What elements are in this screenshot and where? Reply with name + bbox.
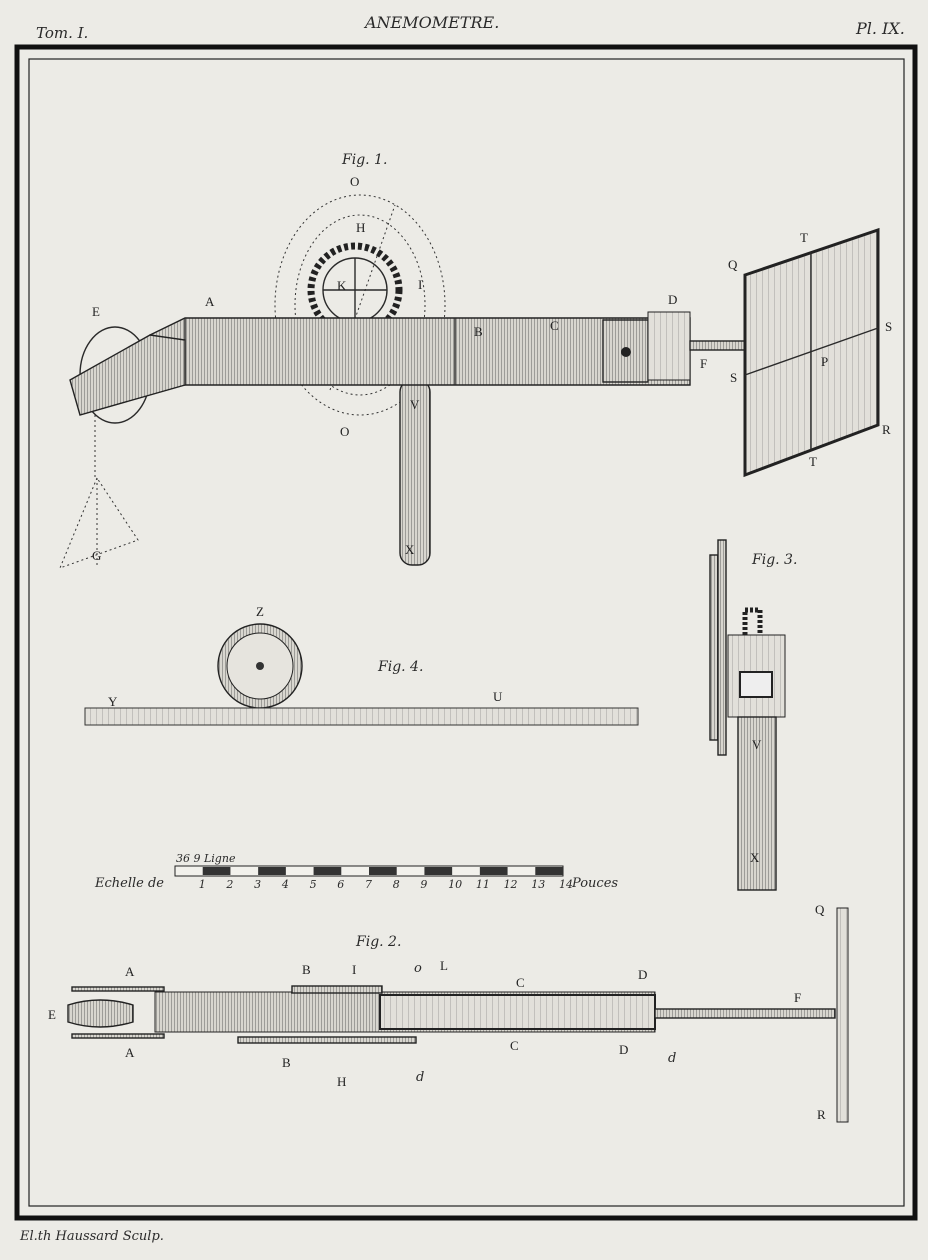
label: O	[350, 174, 359, 189]
figure-4: Fig. 4. Z Y U	[84, 604, 639, 726]
dotted-arc	[274, 194, 446, 416]
gear-wheel	[307, 242, 403, 338]
label: K	[337, 278, 347, 293]
label: E	[48, 1007, 56, 1022]
label: Q	[815, 902, 825, 917]
scale-tick-label: 1	[199, 878, 206, 891]
label: E	[92, 304, 100, 319]
scale-tick-label: 11	[476, 878, 490, 891]
scale-top-label: 36 9 Ligne	[176, 852, 236, 865]
label: F	[794, 990, 801, 1005]
label: C	[550, 318, 559, 333]
scale-tick-label: 7	[365, 878, 372, 891]
label: D	[619, 1042, 628, 1057]
scale-segment	[202, 867, 231, 875]
plate-title: ANEMOMETRE.	[363, 13, 499, 32]
label: B	[302, 962, 311, 977]
label: H	[337, 1074, 346, 1089]
label: C	[516, 975, 525, 990]
scale-segment	[424, 867, 453, 875]
label: D	[638, 967, 647, 982]
scale-tick-label: 12	[504, 878, 518, 891]
label: S	[730, 370, 737, 385]
label: A	[125, 1045, 135, 1060]
scale-segment	[313, 867, 342, 875]
label: V	[410, 397, 420, 412]
scale-segment	[479, 867, 508, 875]
figure-1: Fig. 1. O H K I B A E C D	[59, 152, 892, 569]
fig2-caption: Fig. 2.	[355, 934, 401, 950]
inner-border	[28, 58, 905, 1207]
label: L	[440, 958, 448, 973]
scale-prefix: Echelle de	[94, 876, 164, 891]
fig3-post	[737, 716, 777, 891]
scale-segment	[535, 867, 563, 875]
label: F	[700, 356, 707, 371]
label: R	[882, 422, 891, 437]
label: I	[352, 962, 356, 977]
scale-tick-label: 13	[531, 878, 545, 891]
label: A	[125, 964, 135, 979]
fig2-spring	[379, 994, 656, 1030]
label: B	[282, 1055, 291, 1070]
scale-tick-label: 10	[448, 878, 462, 891]
label: Q	[728, 257, 738, 272]
fig3-caption: Fig. 3.	[751, 552, 797, 568]
label: P	[821, 354, 828, 369]
scale-tick-label: 8	[393, 878, 400, 891]
label: T	[809, 454, 817, 469]
fig4-caption: Fig. 4.	[377, 659, 423, 675]
scale-tick-label: 6	[337, 878, 344, 891]
label: Y	[108, 694, 118, 709]
label: O	[340, 424, 349, 439]
scale-tick-label: 4	[281, 878, 289, 891]
outer-border	[14, 44, 918, 1221]
label: C	[510, 1038, 519, 1053]
label: d	[416, 1070, 424, 1085]
fig2-wheel	[67, 999, 134, 1028]
figure-3: Fig. 3. V X	[709, 539, 797, 891]
engraver-credit: El.th Haussard Sculp.	[19, 1229, 164, 1244]
scale-segment	[258, 867, 286, 875]
volume-label: Tom. I.	[36, 24, 88, 42]
label: I	[418, 277, 422, 292]
label: S	[885, 319, 892, 334]
label: H	[356, 220, 365, 235]
fig2-plate	[836, 907, 849, 1123]
label: D	[668, 292, 677, 307]
scale-segment	[369, 867, 397, 875]
label: X	[405, 542, 415, 557]
label: Z	[256, 604, 264, 619]
label: A	[205, 294, 215, 309]
board	[84, 707, 639, 726]
scale-tick-label: 9	[420, 878, 427, 891]
label: B	[474, 324, 483, 339]
label: X	[750, 850, 760, 865]
figure-2: Fig. 2. A E A B I o L C D F Q C D d B H …	[48, 902, 849, 1123]
scale-tick-label: 2	[225, 878, 233, 891]
fig1-caption: Fig. 1.	[341, 152, 387, 168]
scale-unit: Pouces	[571, 876, 618, 891]
rod	[689, 340, 748, 351]
label: V	[752, 737, 762, 752]
scale-tick-label: 5	[310, 878, 317, 891]
label: d	[668, 1051, 676, 1066]
scale-tick-label: 14	[559, 878, 573, 891]
plate-number: Pl. IX.	[855, 19, 905, 38]
label: T	[800, 230, 808, 245]
label: o	[414, 961, 422, 976]
scale-tick-label: 3	[254, 878, 261, 891]
label: G	[92, 548, 101, 563]
label: R	[817, 1107, 826, 1122]
fig2-rod	[654, 1008, 836, 1019]
label: U	[493, 689, 503, 704]
